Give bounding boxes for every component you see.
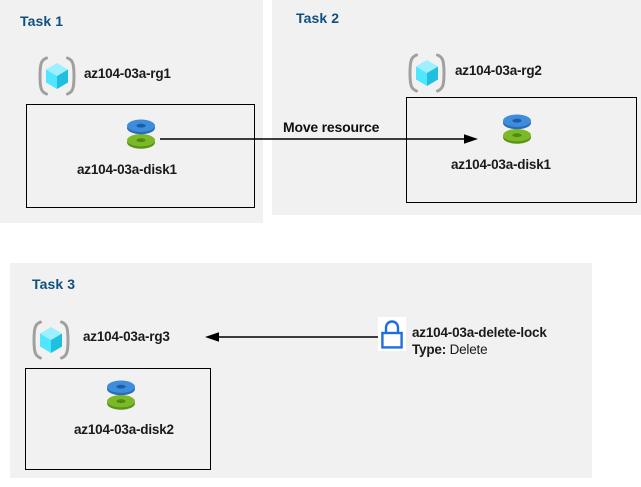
resource-group-icon: [406, 53, 448, 93]
resource-group-icon: [36, 56, 78, 96]
task-1-label: Task 1: [20, 13, 64, 29]
delete-lock-type-label: Type:: [412, 342, 447, 357]
resource-group-3-name: az104-03a-rg3: [83, 329, 170, 344]
task-1-resource-group-box: [26, 104, 255, 208]
move-resource-label: Move resource: [281, 119, 382, 135]
task-2-label: Task 2: [296, 10, 340, 26]
task-2-panel: [272, 0, 641, 215]
task-3-label: Task 3: [32, 276, 76, 292]
managed-disk-icon: [101, 374, 141, 414]
managed-disk-icon: [121, 113, 161, 153]
task-3-panel: [10, 263, 592, 478]
delete-lock-type: Type: Delete: [412, 342, 488, 357]
task-1-panel: [0, 0, 263, 223]
resource-group-icon: [30, 320, 72, 360]
task-3-resource-group-box: [25, 368, 211, 470]
delete-lock-name: az104-03a-delete-lock: [412, 325, 547, 340]
resource-group-2-name: az104-03a-rg2: [455, 63, 542, 78]
managed-disk-icon: [497, 108, 537, 148]
task-2-resource-group-box: [406, 97, 637, 203]
task-1-resource-name: az104-03a-disk1: [77, 162, 177, 177]
lock-icon: [378, 317, 406, 351]
task-2-resource-name: az104-03a-disk1: [451, 157, 551, 172]
move-resource-arrow: [160, 134, 478, 144]
task-3-resource-name: az104-03a-disk2: [74, 422, 174, 437]
delete-lock-type-value: Delete: [449, 342, 488, 357]
resource-group-1-name: az104-03a-rg1: [84, 66, 171, 81]
delete-lock-arrow: [205, 332, 380, 342]
